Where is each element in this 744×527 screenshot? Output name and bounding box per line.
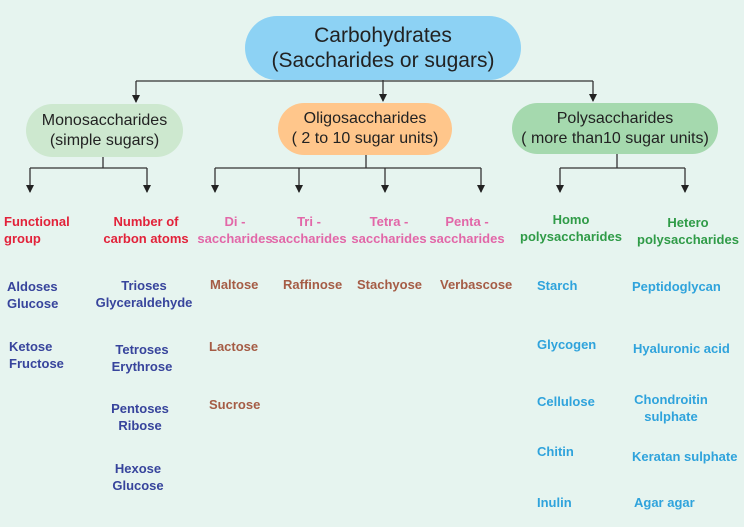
polysaccharides-node: Polysaccharides ( more than10 sugar unit… (512, 103, 718, 154)
carbon-atoms-line1: Number of (113, 214, 179, 229)
peptidoglycan-label: Peptidoglycan (632, 279, 721, 294)
monosaccharides-subtitle: (simple sugars) (49, 131, 160, 149)
raffinose-label: Raffinose (283, 277, 343, 292)
homopolysaccharides-line2: polysaccharides (520, 229, 622, 244)
sucrose-label: Sucrose (209, 397, 261, 412)
oligosaccharides-node: Oligosaccharides ( 2 to 10 sugar units) (278, 103, 452, 155)
polysaccharides-subtitle: ( more than10 sugar units) (521, 129, 709, 147)
aldoses-example: Aldoses Glucose (7, 278, 58, 312)
homopolysaccharides-header: Homo polysaccharides (518, 211, 624, 245)
functional-group-line2: group (4, 231, 41, 246)
disaccharides-line2: saccharides (197, 231, 273, 246)
maltose-label: Maltose (210, 277, 259, 292)
polysaccharides-title: Polysaccharides (556, 109, 674, 127)
tetroses-example: Tetroses Erythrose (92, 341, 192, 375)
pentasaccharides-header: Penta - saccharides (428, 213, 506, 247)
chondroitin-sulphate-example: Chondroitin sulphate (632, 391, 710, 425)
ribose-label: Ribose (118, 418, 162, 433)
carbon-atoms-header: Number of carbon atoms (98, 213, 194, 247)
sulphate-label: sulphate (644, 409, 698, 424)
carbohydrates-node: Carbohydrates (Saccharides or sugars) (245, 16, 521, 80)
trisaccharides-header: Tri - saccharides (270, 213, 348, 247)
tetrasaccharides-header: Tetra - saccharides (350, 213, 428, 247)
lactose-label: Lactose (209, 339, 259, 354)
monosaccharides-title: Monosaccharides (41, 111, 168, 129)
functional-group-line1: Functional (4, 214, 70, 229)
hexose-label: Hexose (114, 461, 162, 476)
oligosaccharides-subtitle: ( 2 to 10 sugar units) (291, 130, 439, 147)
keratan-sulphate-label: Keratan sulphate (632, 449, 738, 464)
pentoses-example: Pentoses Ribose (90, 400, 190, 434)
tetrasaccharides-line2: saccharides (351, 231, 427, 246)
trisaccharides-line2: saccharides (271, 231, 347, 246)
cellulose-label: Cellulose (537, 394, 595, 409)
glyceraldehyde-label: Glyceraldehyde (95, 295, 193, 310)
starch-label: Starch (537, 278, 578, 293)
monosaccharides-node: Monosaccharides (simple sugars) (26, 104, 183, 157)
erythrose-label: Erythrose (111, 359, 173, 374)
glycogen-label: Glycogen (537, 337, 597, 352)
tetrasaccharides-line1: Tetra - (369, 214, 409, 229)
chitin-label: Chitin (537, 444, 574, 459)
fructose-label: Fructose (9, 356, 64, 371)
ketose-example: Ketose Fructose (9, 338, 64, 372)
carbohydrates-title: Carbohydrates (314, 24, 452, 47)
hyaluronic-acid-label: Hyaluronic acid (633, 341, 730, 356)
ketose-label: Ketose (9, 339, 53, 354)
trioses-example: Trioses Glyceraldehyde (92, 277, 196, 311)
carbohydrates-subtitle: (Saccharides or sugars) (271, 49, 495, 72)
heteropolysaccharides-header: Hetero polysaccharides (634, 214, 742, 248)
pentoses-label: Pentoses (111, 401, 169, 416)
glucose-label: Glucose (7, 296, 59, 311)
oligosaccharides-title: Oligosaccharides (303, 110, 427, 127)
glucose-hexose-label: Glucose (112, 478, 164, 493)
chondroitin-label: Chondroitin (634, 392, 708, 407)
trioses-label: Trioses (121, 278, 167, 293)
hexose-example: Hexose Glucose (88, 460, 188, 494)
homopolysaccharides-line1: Homo (552, 212, 590, 227)
stachyose-label: Stachyose (357, 277, 423, 292)
trisaccharides-line1: Tri - (297, 214, 321, 229)
inulin-label: Inulin (537, 495, 572, 510)
agar-agar-label: Agar agar (634, 495, 695, 510)
heteropolysaccharides-line2: polysaccharides (637, 232, 739, 247)
disaccharides-header: Di - saccharides (196, 213, 274, 247)
verbascose-label: Verbascose (440, 277, 513, 292)
tetroses-label: Tetroses (115, 342, 169, 357)
heteropolysaccharides-line1: Hetero (667, 215, 709, 230)
carbon-atoms-line2: carbon atoms (103, 231, 189, 246)
pentasaccharides-line1: Penta - (445, 214, 489, 229)
functional-group-header: Functional group (4, 213, 70, 247)
disaccharides-line1: Di - (224, 214, 246, 229)
aldoses-label: Aldoses (7, 279, 58, 294)
pentasaccharides-line2: saccharides (429, 231, 505, 246)
